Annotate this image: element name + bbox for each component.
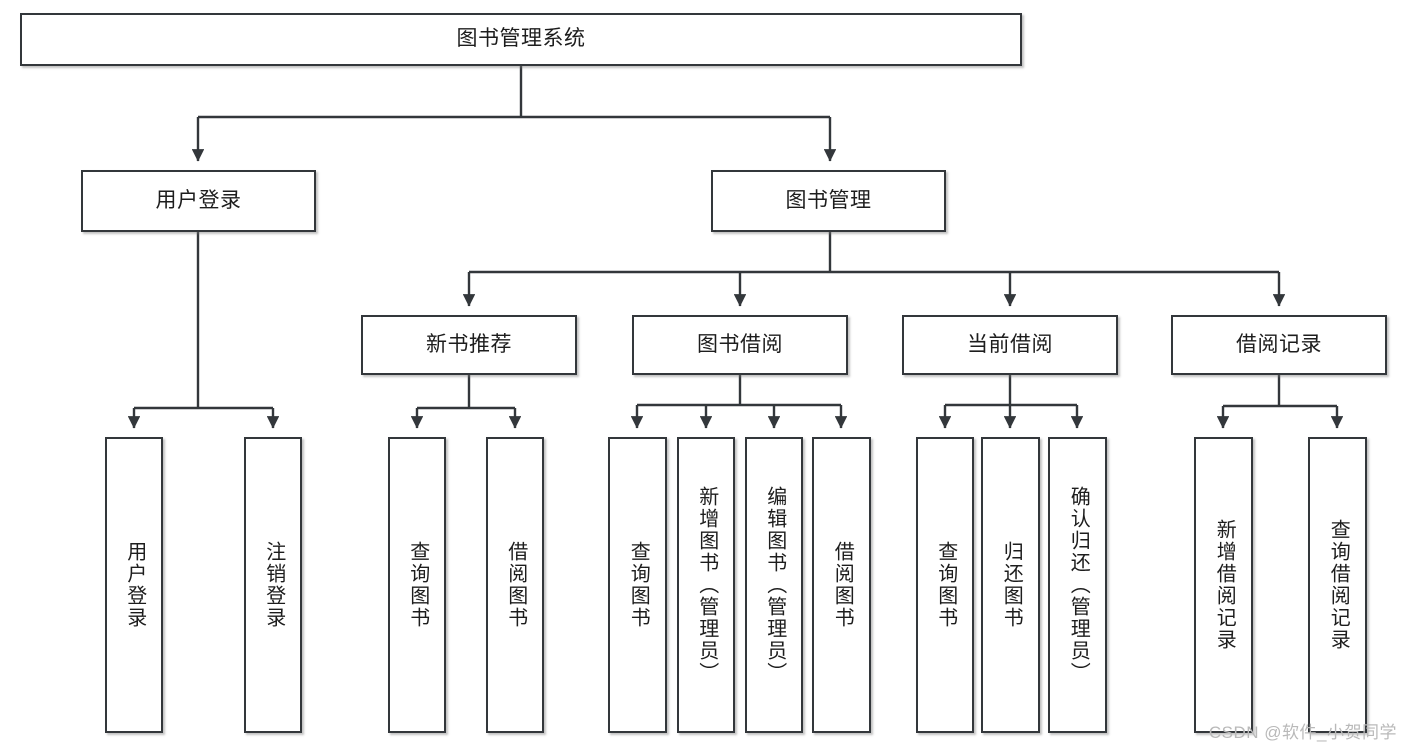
node-leaf-record-add[interactable]: 新增借阅记录 — [1194, 437, 1253, 733]
node-leaf-user-logout[interactable]: 注销登录 — [244, 437, 302, 733]
node-leaf-current-query-book-label: 查询图书 — [934, 541, 957, 629]
node-root[interactable]: 图书管理系统 — [20, 13, 1022, 66]
node-leaf-current-confirm-return[interactable]: 确认归还（管理员） — [1048, 437, 1107, 733]
node-leaf-borrow-borrow-book[interactable]: 借阅图书 — [812, 437, 871, 733]
node-book-management[interactable]: 图书管理 — [711, 170, 946, 232]
csdn-watermark: CSDN @软件_小贺同学 — [1208, 723, 1397, 742]
node-leaf-current-query-book[interactable]: 查询图书 — [916, 437, 974, 733]
node-new-book-recommend[interactable]: 新书推荐 — [361, 315, 577, 375]
node-leaf-borrow-edit-book-label: 编辑图书（管理员） — [763, 486, 786, 684]
node-leaf-recommend-borrow-book-label: 借阅图书 — [504, 541, 527, 629]
node-current-borrow[interactable]: 当前借阅 — [902, 315, 1118, 375]
node-leaf-user-login-label: 用户登录 — [123, 541, 146, 629]
node-new-book-recommend-label: 新书推荐 — [426, 332, 512, 356]
node-leaf-recommend-query-book-label: 查询图书 — [406, 541, 429, 629]
node-leaf-user-login[interactable]: 用户登录 — [105, 437, 163, 733]
node-leaf-recommend-borrow-book[interactable]: 借阅图书 — [486, 437, 544, 733]
node-root-label: 图书管理系统 — [456, 27, 586, 51]
node-book-borrow-label: 图书借阅 — [697, 332, 783, 356]
node-leaf-borrow-edit-book[interactable]: 编辑图书（管理员） — [745, 437, 803, 733]
node-book-management-label: 图书管理 — [785, 188, 872, 212]
node-leaf-current-return-book-label: 归还图书 — [1000, 541, 1023, 629]
node-current-borrow-label: 当前借阅 — [967, 332, 1053, 356]
node-leaf-user-logout-label: 注销登录 — [262, 541, 285, 629]
node-user-login-label: 用户登录 — [155, 188, 242, 212]
node-leaf-record-add-label: 新增借阅记录 — [1213, 519, 1236, 651]
node-user-login[interactable]: 用户登录 — [81, 170, 316, 232]
node-leaf-borrow-borrow-book-label: 借阅图书 — [831, 541, 854, 629]
node-book-borrow[interactable]: 图书借阅 — [632, 315, 848, 375]
node-borrow-record[interactable]: 借阅记录 — [1171, 315, 1387, 375]
node-leaf-record-query-label: 查询借阅记录 — [1327, 519, 1350, 651]
node-leaf-borrow-add-book-label: 新增图书（管理员） — [695, 486, 718, 684]
node-leaf-current-confirm-return-label: 确认归还（管理员） — [1067, 486, 1090, 684]
node-leaf-borrow-add-book[interactable]: 新增图书（管理员） — [677, 437, 735, 733]
node-leaf-record-query[interactable]: 查询借阅记录 — [1308, 437, 1367, 733]
node-leaf-recommend-query-book[interactable]: 查询图书 — [388, 437, 446, 733]
node-leaf-borrow-query-book-label: 查询图书 — [627, 541, 650, 629]
node-leaf-current-return-book[interactable]: 归还图书 — [981, 437, 1040, 733]
node-borrow-record-label: 借阅记录 — [1236, 332, 1322, 356]
node-leaf-borrow-query-book[interactable]: 查询图书 — [608, 437, 667, 733]
